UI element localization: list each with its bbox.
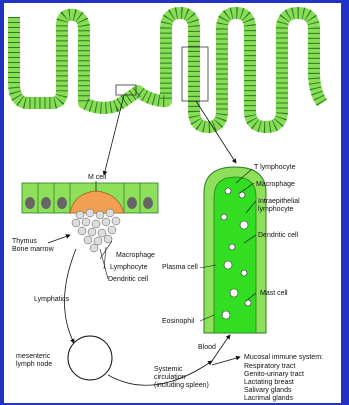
label-blood: Blood: [198, 344, 216, 351]
label-lymphatics: Lymphatics: [34, 296, 70, 303]
label-mesenteric: mesenteric: [16, 353, 51, 360]
label-macrophage-left: Macrophage: [116, 252, 155, 259]
label-eosinophil: Eosinophil: [162, 318, 195, 325]
label-intraepithelial-lymphocyte: lymphocyte: [258, 206, 294, 213]
label-m-cell: M cell: [88, 174, 107, 181]
label-lymph-node: lymph node: [16, 361, 52, 368]
label-systemic: Systemic: [154, 366, 183, 373]
mucosal-system-title: Mucosal immune system:: [244, 354, 323, 361]
mucosal-item: Respiratory tract: [244, 363, 295, 370]
mucosal-item: Lacrimal glands: [244, 395, 294, 402]
gut-immune-diagram: M cell T lymphocyte Macrophage Intraepit…: [4, 3, 341, 403]
figure-panel: M cell T lymphocyte Macrophage Intraepit…: [4, 3, 341, 403]
label-t-lymphocyte: T lymphocyte: [254, 164, 296, 171]
mucosal-system-list: Mucosal immune system: Respiratory tract…: [244, 354, 323, 402]
label-dendritic-left: Dendritic cell: [108, 276, 149, 283]
label-circulation: circulation: [154, 374, 186, 381]
label-mast-cell: Mast cell: [260, 290, 288, 297]
mucosal-item: Salivary glands: [244, 387, 292, 394]
label-macrophage-right: Macrophage: [256, 181, 295, 188]
label-lymphocyte: Lymphocyte: [110, 264, 148, 271]
label-dendritic-right: Dendritic cell: [258, 232, 299, 239]
mucosal-item: Genito-urinary tract: [244, 371, 304, 378]
label-including-spleen: (including spleen): [154, 382, 209, 389]
villus-detail: [204, 167, 266, 333]
intestinal-villi-band: [14, 13, 322, 127]
mucosal-item: Lactating breast: [244, 379, 294, 386]
peyers-patch-detail: [22, 181, 158, 252]
label-bone-marrow: Bone marrow: [12, 246, 55, 253]
label-plasma-cell: Plasma cell: [162, 264, 198, 271]
lymph-node-shape: [68, 336, 112, 380]
label-thymus: Thymus: [12, 238, 37, 245]
label-intraepithelial: Intraepithelial: [258, 198, 300, 205]
